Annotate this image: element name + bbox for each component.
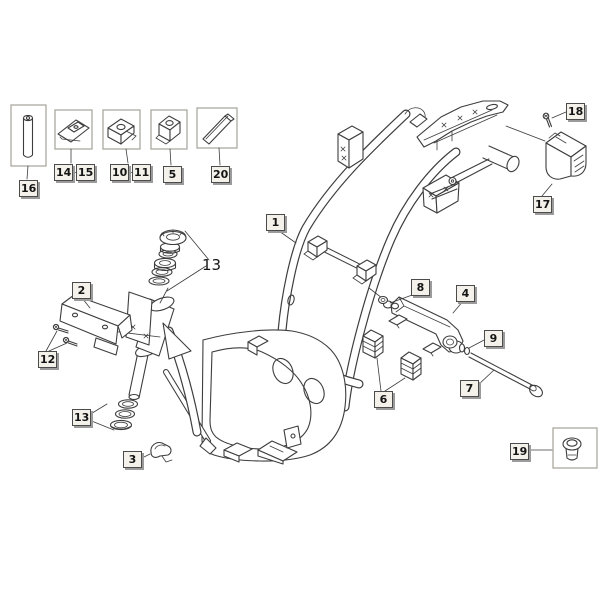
label-18[interactable]: 18	[566, 103, 586, 120]
label-19[interactable]: 19	[510, 443, 530, 460]
frame	[163, 100, 520, 465]
reference-part-boxes	[10, 104, 598, 469]
steering-column	[94, 287, 192, 401]
rear-cylinder	[482, 145, 520, 173]
label-11[interactable]: 11	[132, 164, 152, 181]
rear-bracket	[545, 131, 587, 180]
label-17[interactable]: 17	[533, 196, 553, 213]
pin-part	[22, 114, 34, 158]
bracket-screw-18	[542, 112, 553, 128]
rear-subframe-plate	[409, 100, 509, 151]
cage-nut-part	[155, 115, 181, 145]
label-6[interactable]: 6	[374, 391, 393, 408]
label-4[interactable]: 4	[456, 285, 475, 302]
engine-mount-assembly	[362, 287, 543, 398]
rear-struts	[429, 158, 493, 200]
frame-bracket-mid	[337, 125, 364, 169]
clip-part-14-15	[57, 119, 90, 143]
label-8[interactable]: 8	[411, 279, 430, 296]
label-3[interactable]: 3	[123, 451, 142, 468]
pivot-bolt	[468, 352, 543, 398]
label-20[interactable]: 20	[211, 166, 231, 183]
label-15[interactable]: 15	[76, 164, 96, 181]
steering-bearing-stack-lower	[109, 399, 139, 431]
label-10[interactable]: 10	[110, 164, 130, 181]
floor-platform	[201, 329, 347, 465]
label-12[interactable]: 12	[38, 351, 58, 368]
label-13-text: 13	[202, 256, 222, 274]
rubber-mount-blocks	[362, 329, 422, 381]
label-5[interactable]: 5	[163, 166, 182, 183]
bracket-screws	[52, 323, 78, 347]
label-1[interactable]: 1	[266, 214, 285, 231]
front-bracket	[59, 294, 133, 356]
leader-lines	[26, 111, 567, 460]
mount-pad-right	[352, 259, 377, 285]
cable-clamp	[150, 442, 173, 463]
strip-part	[202, 113, 235, 145]
label-13[interactable]: 13	[72, 409, 92, 426]
label-9[interactable]: 9	[484, 330, 503, 347]
label-14[interactable]: 14	[54, 164, 74, 181]
engine-mount-bracket	[390, 296, 464, 354]
clip-part-10-11	[107, 118, 137, 145]
label-7[interactable]: 7	[460, 380, 479, 397]
plug-part	[562, 437, 582, 461]
label-2[interactable]: 2	[72, 282, 91, 299]
label-16[interactable]: 16	[19, 180, 39, 197]
steering-bearing-stack-upper	[148, 229, 187, 286]
mount-pad-left	[303, 235, 328, 261]
